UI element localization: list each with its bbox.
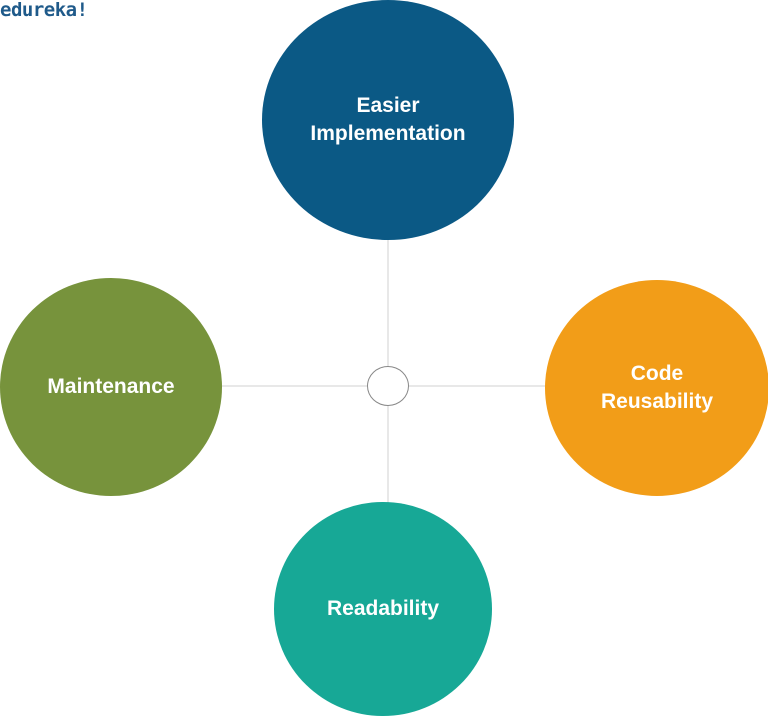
node-label: Code Reusability <box>600 362 714 413</box>
node-maintenance: Maintenance <box>0 278 222 496</box>
node-code-reusability: Code Reusability <box>545 280 768 496</box>
center-hub-circle <box>367 366 409 406</box>
edureka-logo: edureka! <box>0 0 88 21</box>
node-readability: Readability <box>274 502 492 716</box>
node-label: Maintenance <box>47 375 175 398</box>
node-label: Easier Implementation <box>310 94 466 145</box>
node-label: Readability <box>326 597 440 620</box>
node-easier-implementation: Easier Implementation <box>262 0 514 240</box>
